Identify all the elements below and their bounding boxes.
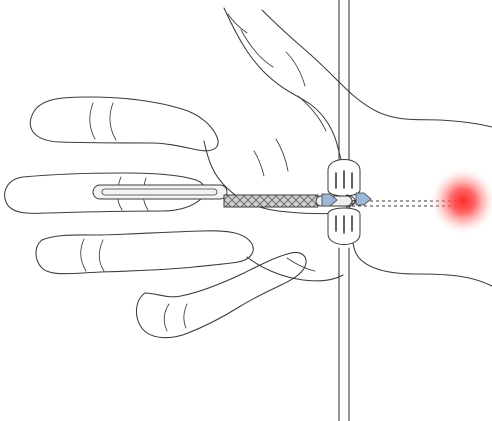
finger-crease-6: [98, 239, 105, 272]
right-blue-wing: [355, 192, 372, 206]
needle-assembly: [92, 184, 458, 208]
finger-crease-5: [80, 238, 87, 272]
cannula-assembly: [321, 0, 372, 421]
ring-finger: [35, 230, 254, 275]
upper-crease-3: [297, 95, 327, 132]
index-finger-upper: [29, 96, 219, 152]
sheath-tube: [92, 184, 228, 200]
upper-crease-1: [240, 29, 274, 68]
wrist-top-edge: [261, 9, 492, 128]
cannula-upper-shaft: [338, 0, 350, 165]
sheath-inner-channel: [101, 188, 218, 196]
mesh-grip: [223, 194, 319, 208]
palm-crease-1: [253, 150, 265, 177]
target-glow: [429, 167, 492, 235]
palm-edge-lower: [223, 7, 492, 287]
red-target-glow: [429, 167, 492, 235]
cannula-center-loop: [345, 194, 356, 208]
palm-crease-3: [286, 257, 316, 272]
hand-outline: [4, 7, 492, 339]
thenar-crease: [246, 256, 344, 282]
finger-crease-2: [109, 102, 117, 141]
thumb-crease-2: [183, 303, 188, 329]
clamp-upper-ribs: [335, 170, 353, 189]
upper-crease-4: [227, 13, 248, 34]
cannula-lower-shaft: [338, 247, 350, 421]
upper-crease-2: [285, 51, 306, 87]
thumb: [136, 252, 307, 339]
middle-finger: [4, 172, 206, 214]
left-blue-wing: [321, 193, 338, 207]
clamp-lower-ribs: [335, 215, 353, 234]
finger-crease-1: [89, 102, 96, 140]
thumb-crease: [163, 303, 170, 332]
palm-crease-2: [275, 138, 289, 172]
